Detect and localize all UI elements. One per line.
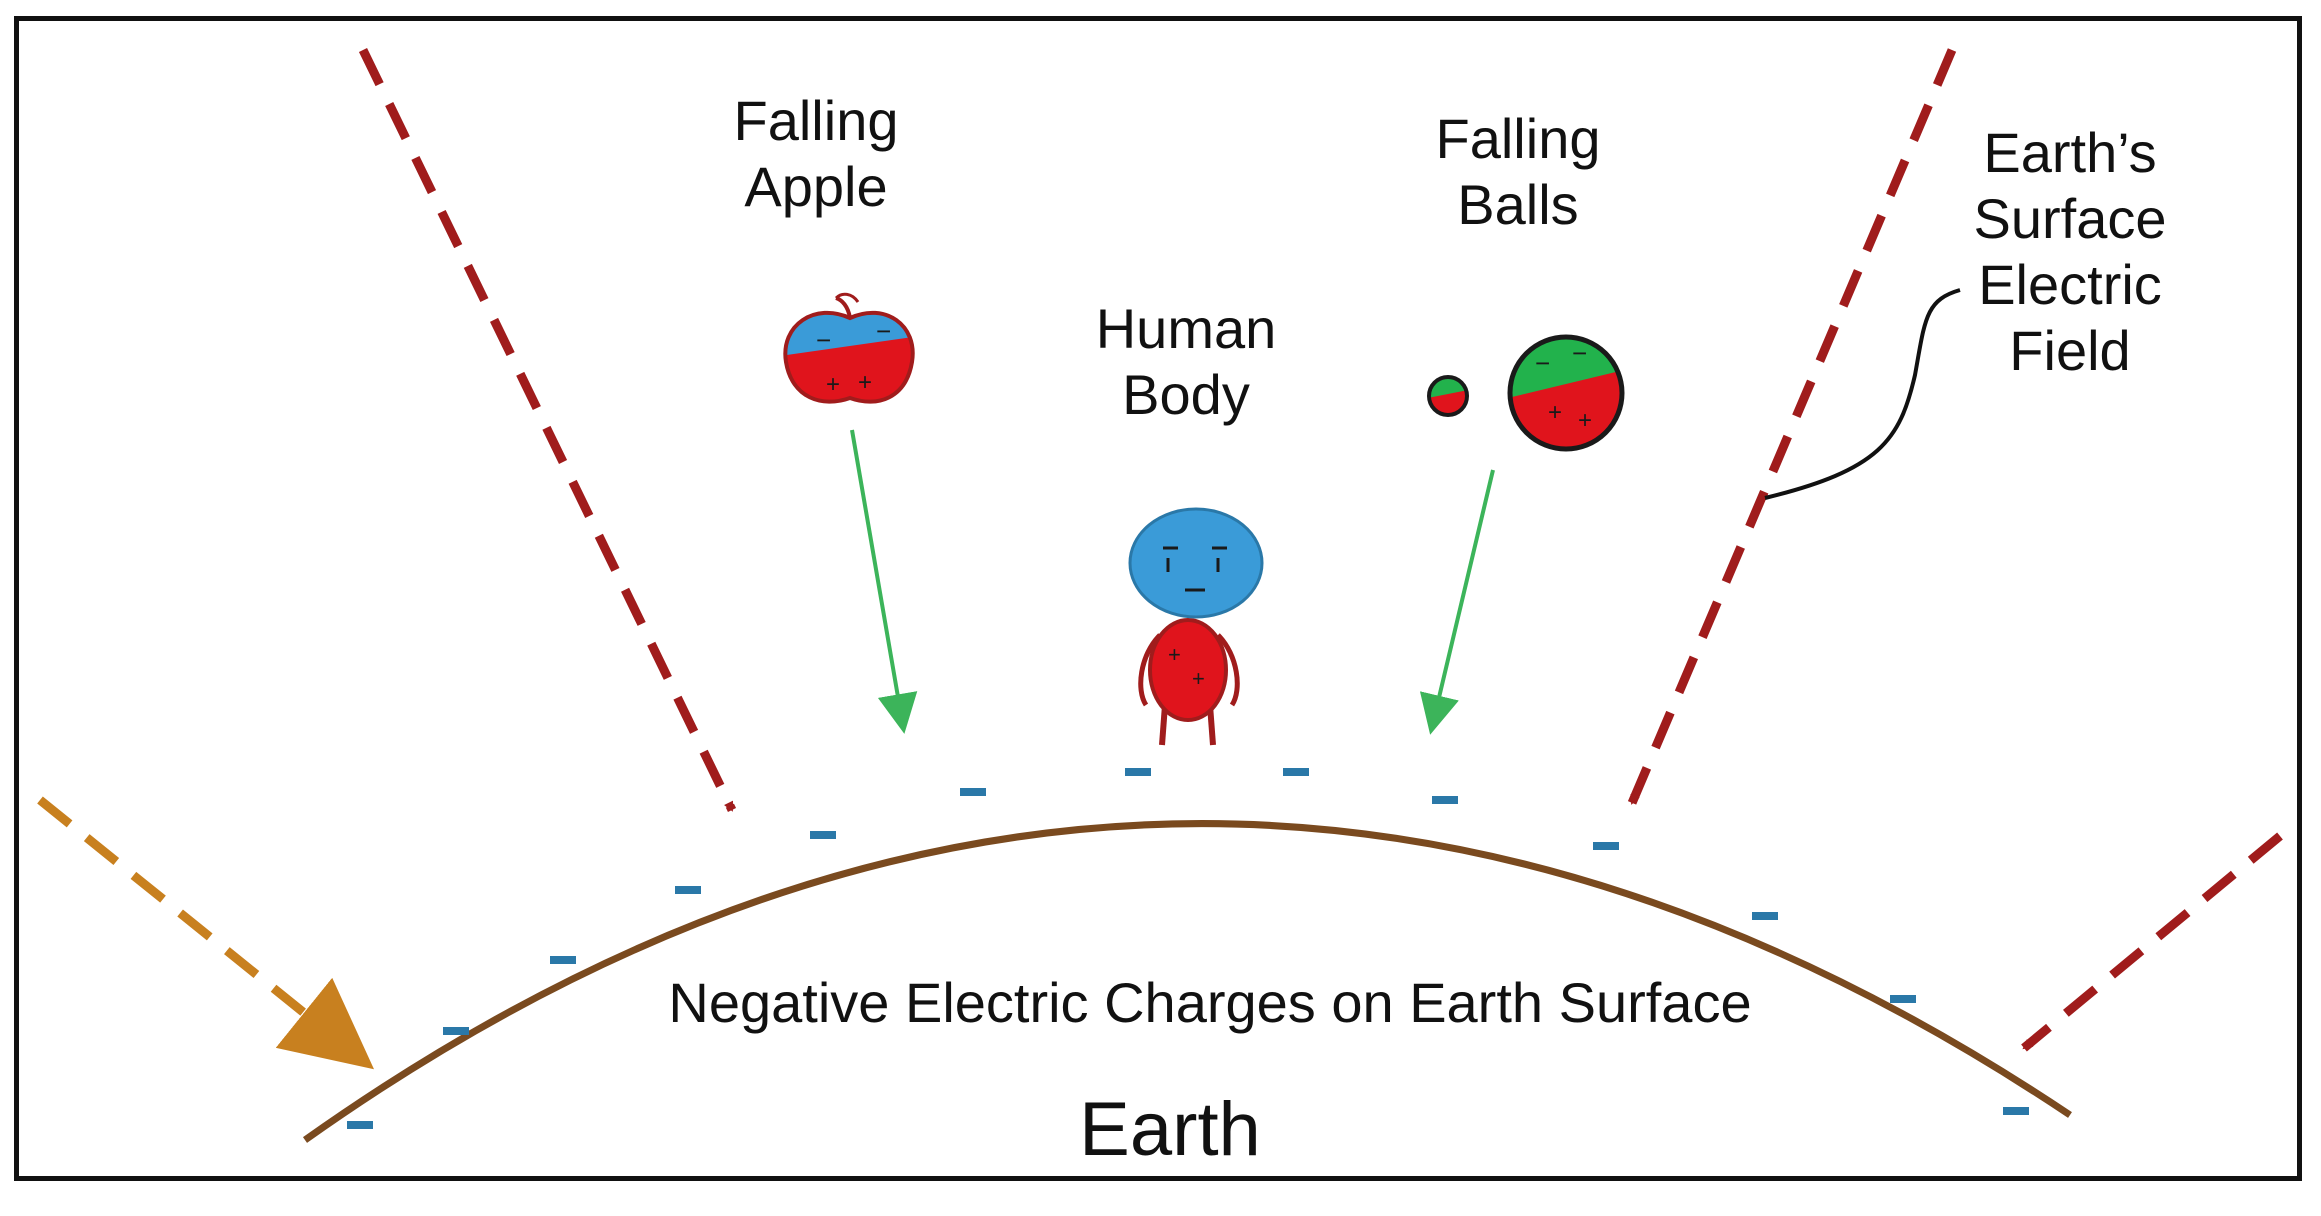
field-arrows <box>37 48 2283 1070</box>
field-label-leader <box>1764 288 1961 500</box>
label-earth-field: Earth’s Surface Electric Field <box>1973 121 2167 383</box>
field-arrow-left <box>358 48 737 812</box>
human-left-arm <box>1138 633 1162 707</box>
surface-charge <box>810 831 836 839</box>
small-ball-icon <box>1427 375 1469 417</box>
human-pos-2: + <box>1192 666 1205 691</box>
field-arrow-far-right <box>2021 832 2283 1052</box>
large-ball-icon: − − + + <box>1507 334 1625 452</box>
label-human-body: Human Body <box>1095 297 1277 427</box>
apple-fall-arrow <box>850 429 918 734</box>
surface-charge <box>1432 796 1458 804</box>
ball-neg-1: − <box>1535 348 1550 378</box>
label-earth: Earth <box>1079 1087 1261 1172</box>
surface-charge <box>2003 1107 2029 1115</box>
label-falling-balls: Falling Balls <box>1435 107 1601 237</box>
apple-icon: − − + + <box>783 292 915 404</box>
field-arrow-right <box>1627 48 1957 805</box>
apple-pos-2: + <box>858 369 872 396</box>
balls-fall-arrow <box>1419 469 1495 735</box>
surface-charge <box>1593 842 1619 850</box>
surface-charge <box>550 956 576 964</box>
surface-charge <box>1125 768 1151 776</box>
human-body-icon: + + <box>1128 507 1264 746</box>
field-arrow-far-left <box>37 796 375 1070</box>
earth-surface-arc <box>302 820 2072 1143</box>
surface-charge <box>1283 768 1309 776</box>
ball-pos-1: + <box>1548 399 1562 426</box>
ball-neg-2: − <box>1572 338 1587 368</box>
label-falling-apple: Falling Apple <box>733 89 899 219</box>
label-negative-charges: Negative Electric Charges on Earth Surfa… <box>668 971 1752 1034</box>
surface-charge <box>1890 995 1916 1003</box>
apple-neg-2: − <box>876 316 891 346</box>
surface-charge <box>1752 912 1778 920</box>
apple-pos-1: + <box>826 371 840 398</box>
human-torso <box>1148 618 1228 722</box>
human-pos-1: + <box>1168 642 1181 667</box>
human-head <box>1128 507 1264 619</box>
ball-pos-2: + <box>1578 407 1592 434</box>
human-right-arm <box>1216 633 1240 707</box>
surface-charge <box>443 1027 469 1035</box>
apple-neg-1: − <box>816 325 831 355</box>
surface-negative-charges <box>347 768 2029 1129</box>
surface-charge <box>960 788 986 796</box>
surface-charge <box>675 886 701 894</box>
surface-charge <box>347 1121 373 1129</box>
